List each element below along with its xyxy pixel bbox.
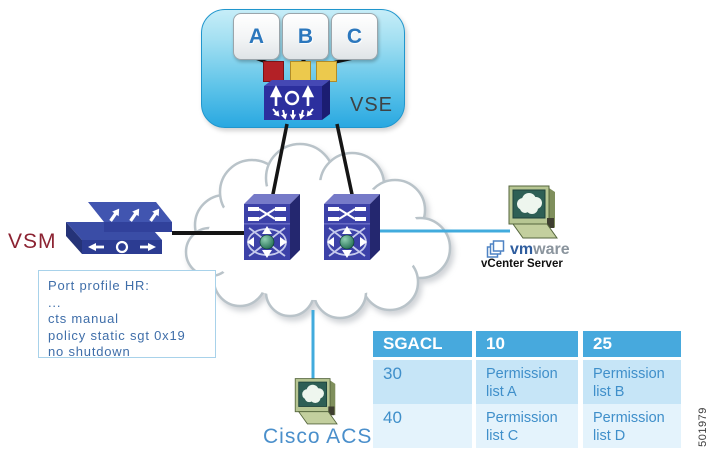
- vcenter-workstation-icon: [508, 185, 558, 239]
- dvs-switch-icon: [264, 80, 330, 120]
- vmware-boxes-icon: [486, 240, 505, 258]
- nexus-switch-icon-2: [324, 194, 380, 260]
- acs-label: Cisco ACS: [263, 425, 373, 448]
- vm-c-label: C: [346, 24, 363, 48]
- port-profile-line: no shutdown: [48, 344, 131, 359]
- permission-cell: Permission list B: [583, 360, 681, 404]
- vmware-ware: ware: [533, 241, 570, 258]
- port-profile-line: Port profile HR:: [48, 278, 150, 293]
- port-profile-line: policy static sgt 0x19: [48, 327, 186, 343]
- sgt-10-header-cell: 10: [476, 331, 578, 357]
- vm-box-b: B: [282, 13, 329, 60]
- port-profile-callout: Port profile HR: ... cts manual policy s…: [38, 270, 216, 359]
- vm-b-label: B: [297, 24, 314, 48]
- vcenter-server-label: vCenter Server: [481, 258, 563, 270]
- sgacl-table: SGACL 10 25 30 Permission list A Permiss…: [373, 331, 681, 448]
- sgacl-header-cell: SGACL: [373, 331, 472, 357]
- vmware-vm: vm: [510, 241, 534, 258]
- vmware-logo: vmware: [486, 240, 570, 260]
- port-profile-line: cts manual: [48, 311, 119, 326]
- vm-box-c: C: [331, 13, 378, 60]
- link-vse-switch1: [270, 123, 289, 200]
- acs-workstation-icon: [294, 378, 338, 425]
- sgacl-header-row: SGACL 10 25: [373, 331, 681, 357]
- figure-number: 501979: [696, 407, 709, 447]
- nexus-switch-icon-1: [244, 194, 300, 260]
- sgt-30-cell: 30: [373, 360, 472, 404]
- sgt-25-header-cell: 25: [583, 331, 681, 357]
- permission-cell: Permission list C: [476, 404, 578, 448]
- port-profile-line: ...: [48, 294, 62, 310]
- sgacl-row-30: 30 Permission list A Permission list B: [373, 360, 681, 404]
- vse-label: VSE: [350, 94, 394, 116]
- permission-cell: Permission list A: [476, 360, 578, 404]
- link-vse-switch2: [335, 123, 355, 200]
- vsm-switch-icon: [66, 202, 172, 254]
- permission-cell: Permission list D: [583, 404, 681, 448]
- vmware-wordmark: vmware: [510, 241, 570, 259]
- sgt-40-cell: 40: [373, 404, 472, 448]
- vsm-label: VSM: [8, 230, 57, 253]
- vm-a-label: A: [248, 24, 265, 48]
- sgacl-row-40: 40 Permission list C Permission list D: [373, 404, 681, 448]
- vm-box-a: A: [233, 13, 280, 60]
